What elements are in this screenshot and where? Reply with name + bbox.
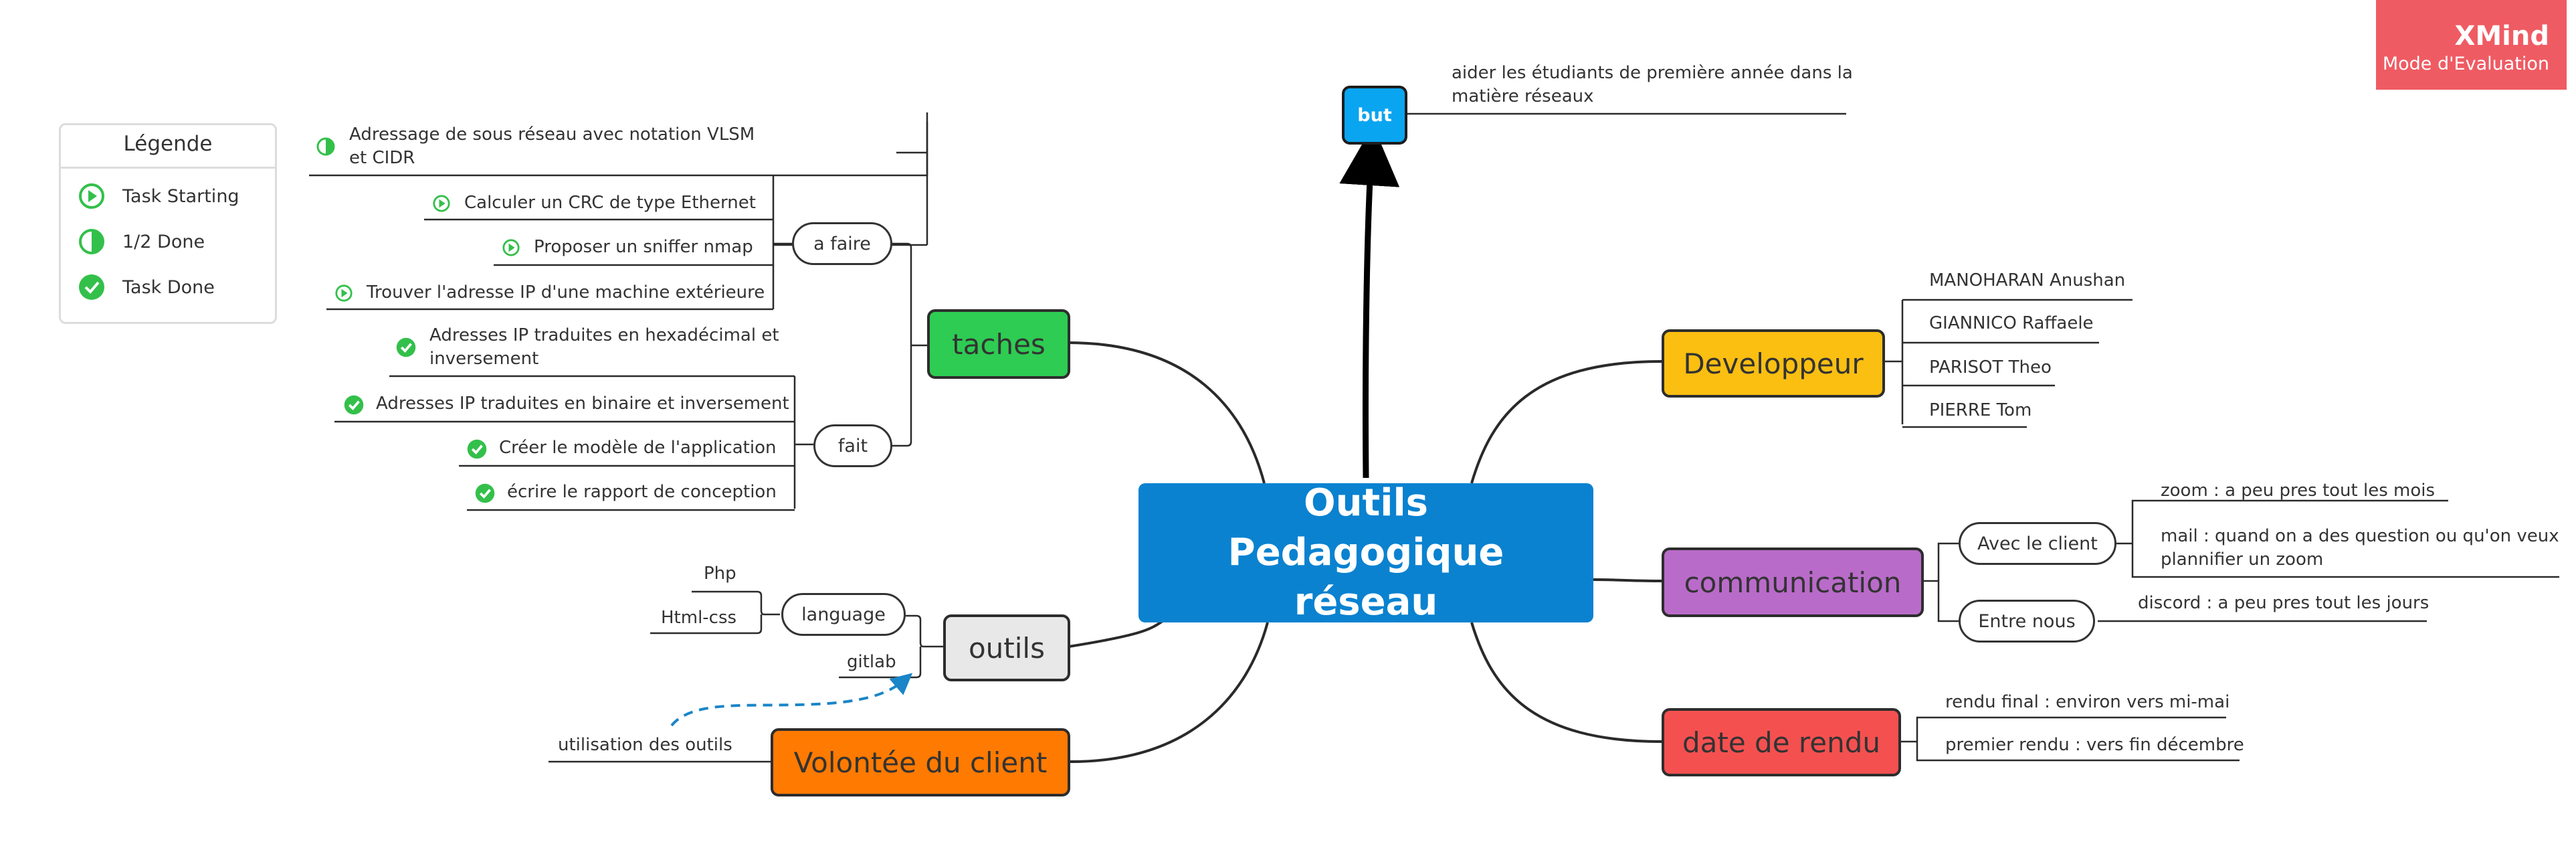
subtopic-entre-nous-label: Entre nous <box>1978 610 2076 632</box>
task-item[interactable]: écrire le rapport de conception <box>507 482 777 502</box>
edge-central-taches <box>1067 341 1266 484</box>
half-done-icon <box>316 137 335 156</box>
task-item[interactable]: Créer le modèle de l'application <box>499 438 777 458</box>
topic-developpeur-label: Developpeur <box>1683 347 1864 380</box>
legend-title: Légende <box>123 132 213 156</box>
subtopic-fait[interactable]: fait <box>813 424 892 467</box>
legend-item-label: Task Done <box>122 276 215 298</box>
outils-gitlab[interactable]: gitlab <box>847 652 896 672</box>
task-start-icon <box>433 195 450 212</box>
topic-outils[interactable]: outils <box>943 614 1070 681</box>
subtopic-language-label: language <box>801 604 886 625</box>
communication-item[interactable]: zoom : a peu pres tout les mois <box>2161 481 2436 501</box>
task-done-icon <box>467 439 487 459</box>
task-done-icon <box>475 483 495 503</box>
developpeur-item[interactable]: MANOHARAN Anushan <box>1929 270 2126 290</box>
central-topic[interactable]: Outils Pedagogique réseau <box>1138 481 1593 624</box>
subtopic-language[interactable]: language <box>781 593 906 636</box>
but-note[interactable]: aider les étudiants de première année da… <box>1452 63 1853 106</box>
language-item[interactable]: Html-css <box>661 608 737 628</box>
language-item[interactable]: Php <box>704 564 736 584</box>
watermark-brand: XMind <box>2454 21 2549 52</box>
edge-central-outils <box>1068 620 1164 648</box>
legend-item-task-starting: Task Starting <box>78 180 239 212</box>
task-item[interactable]: Calculer un CRC de type Ethernet <box>464 193 756 213</box>
legend-item-task-done: Task Done <box>78 271 215 303</box>
topic-volontee-label: Volontée du client <box>793 746 1048 779</box>
task-done-icon <box>79 274 104 300</box>
central-topic-title: Outils Pedagogique réseau <box>1227 481 1504 624</box>
legend-item-half-done: 1/2 Done <box>78 226 205 258</box>
edge-central-volontee <box>1070 622 1269 763</box>
task-item[interactable]: Adresses IP traduites en hexadécimal et … <box>429 325 779 369</box>
half-done-icon <box>79 229 104 254</box>
communication-item[interactable]: discord : a peu pres tout les jours <box>2138 593 2430 613</box>
topic-communication[interactable]: communication <box>1662 547 1924 617</box>
task-item[interactable]: Adresses IP traduites en binaire et inve… <box>376 394 789 414</box>
subtopic-entre-nous[interactable]: Entre nous <box>1959 600 2095 643</box>
subtopic-avec-le-client[interactable]: Avec le client <box>1959 522 2116 565</box>
legend-item-label: 1/2 Done <box>122 231 205 252</box>
xmind-watermark: XMind Mode d'Evaluation <box>2376 0 2567 90</box>
topic-outils-label: outils <box>968 631 1045 665</box>
task-item[interactable]: Adressage de sous réseau avec notation V… <box>349 124 755 168</box>
task-item[interactable]: Trouver l'adresse IP d'une machine extér… <box>367 282 765 303</box>
legend-panel: Légende Task Starting 1/2 Done Task Done <box>59 123 277 324</box>
task-start-icon <box>335 284 353 302</box>
task-done-icon <box>396 337 416 357</box>
subtopic-a-faire-label: a faire <box>813 233 871 254</box>
subtopic-fait-label: fait <box>837 435 868 456</box>
legend-item-label: Task Starting <box>122 185 239 207</box>
date-item[interactable]: rendu final : environ vers mi-mai <box>1945 692 2230 712</box>
topic-date-de-rendu[interactable]: date de rendu <box>1662 708 1901 776</box>
task-item[interactable]: Proposer un sniffer nmap <box>534 237 753 257</box>
topic-taches[interactable]: taches <box>927 309 1070 379</box>
task-start-icon <box>502 239 520 256</box>
watermark-mode: Mode d'Evaluation <box>2382 54 2549 74</box>
edge-central-communication <box>1591 578 1662 582</box>
relation-volontee-outils <box>670 673 913 727</box>
topic-developpeur[interactable]: Developpeur <box>1662 329 1885 398</box>
edge-central-but <box>1339 125 1400 479</box>
topic-but[interactable]: but <box>1342 86 1407 145</box>
legend-divider <box>61 167 275 169</box>
topic-communication-label: communication <box>1684 566 1902 599</box>
developpeur-item[interactable]: PARISOT Theo <box>1929 357 2052 377</box>
date-item[interactable]: premier rendu : vers fin décembre <box>1945 735 2244 755</box>
communication-item[interactable]: mail : quand on a des question ou qu'on … <box>2161 526 2559 570</box>
topic-date-de-rendu-label: date de rendu <box>1682 726 1880 759</box>
edge-central-date <box>1470 622 1662 743</box>
topic-volontee-du-client[interactable]: Volontée du client <box>771 728 1070 796</box>
volontee-item[interactable]: utilisation des outils <box>558 735 732 755</box>
topic-but-label: but <box>1357 104 1392 126</box>
edge-central-developpeur <box>1470 360 1662 484</box>
subtopic-a-faire[interactable]: a faire <box>792 222 892 265</box>
developpeur-item[interactable]: GIANNICO Raffaele <box>1929 313 2094 333</box>
task-start-icon <box>79 183 104 209</box>
task-done-icon <box>344 395 364 415</box>
topic-taches-label: taches <box>952 327 1046 361</box>
developpeur-item[interactable]: PIERRE Tom <box>1929 400 2032 420</box>
subtopic-avec-le-client-label: Avec le client <box>1977 533 2098 554</box>
